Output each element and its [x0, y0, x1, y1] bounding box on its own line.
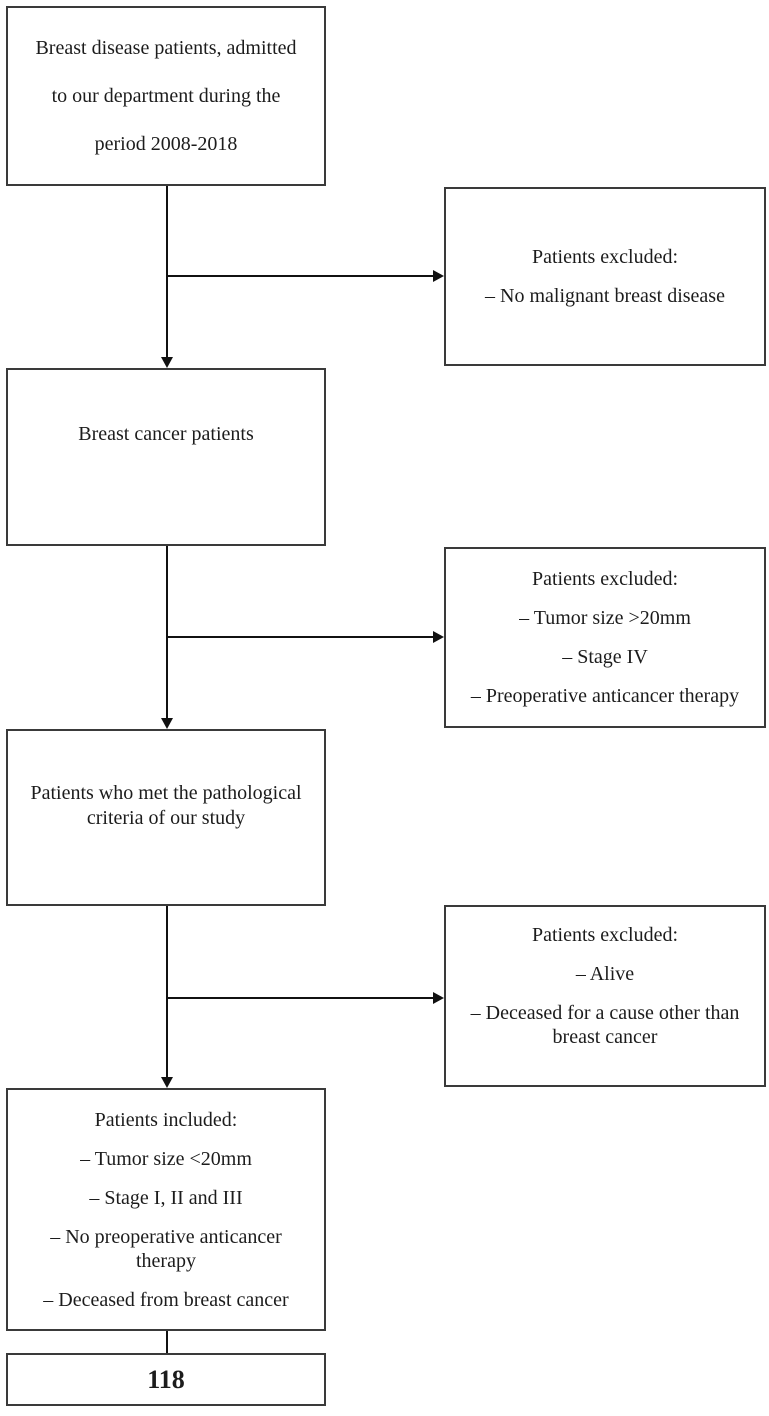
box-excluded-1: Patients excluded: – No malignant breast…: [444, 187, 766, 366]
connector-line-to-excluded-2: [166, 636, 433, 638]
box-excluded-3-title: Patients excluded:: [531, 924, 679, 946]
box-patients-included-item: – Stage I, II and III: [89, 1186, 243, 1209]
arrowhead-right-icon: [433, 631, 444, 643]
arrowhead-down-icon: [161, 357, 173, 368]
box-population: Breast disease patients, admitted to our…: [6, 6, 326, 186]
box-patients-included-item: – No preoperative anticancer therapy: [50, 1225, 282, 1272]
box-excluded-2-item: – Stage IV: [562, 646, 648, 668]
connector-line-included-to-final: [166, 1331, 168, 1353]
box-excluded-1-item: – No malignant breast disease: [485, 285, 725, 307]
box-patients-included-item: – Deceased from breast cancer: [43, 1288, 289, 1311]
box-pathological-criteria-line-1: Patients who met the pathological: [30, 782, 302, 804]
box-population-line-3: period 2008-2018: [94, 133, 238, 155]
box-breast-cancer-patients: Breast cancer patients: [6, 368, 326, 546]
connector-line-criteria-to-included: [166, 906, 168, 1078]
box-excluded-2-title: Patients excluded:: [531, 568, 679, 590]
box-population-line-2: to our department during the: [51, 85, 281, 107]
connector-line-cancer-to-criteria: [166, 546, 168, 719]
arrowhead-right-icon: [433, 992, 444, 1004]
connector-line-to-excluded-3: [166, 997, 433, 999]
arrowhead-right-icon: [433, 270, 444, 282]
box-patients-included-item: – Tumor size <20mm: [80, 1147, 252, 1170]
box-final-count: 118: [6, 1353, 326, 1406]
box-population-line-1: Breast disease patients, admitted: [35, 37, 297, 59]
box-breast-cancer-patients-label: Breast cancer patients: [78, 423, 254, 445]
arrowhead-down-icon: [161, 718, 173, 729]
final-count-value: 118: [147, 1364, 185, 1394]
box-excluded-2: Patients excluded: – Tumor size >20mm – …: [444, 547, 766, 728]
box-pathological-criteria-line-2: criteria of our study: [86, 807, 246, 829]
box-patients-included-title: Patients included:: [94, 1108, 238, 1131]
box-excluded-2-item: – Preoperative anticancer therapy: [470, 685, 740, 707]
box-excluded-3: Patients excluded: – Alive – Deceased fo…: [444, 905, 766, 1087]
connector-line-population-to-cancer: [166, 186, 168, 358]
box-excluded-1-title: Patients excluded:: [531, 246, 679, 268]
box-pathological-criteria: Patients who met the pathological criter…: [6, 729, 326, 906]
box-patients-included: Patients included: – Tumor size <20mm – …: [6, 1088, 326, 1331]
connector-line-to-excluded-1: [166, 275, 433, 277]
box-excluded-2-item: – Tumor size >20mm: [519, 607, 691, 629]
box-excluded-3-item: – Alive: [575, 963, 635, 985]
arrowhead-down-icon: [161, 1077, 173, 1088]
box-excluded-3-item: – Deceased for a cause other than breast…: [470, 1002, 740, 1048]
